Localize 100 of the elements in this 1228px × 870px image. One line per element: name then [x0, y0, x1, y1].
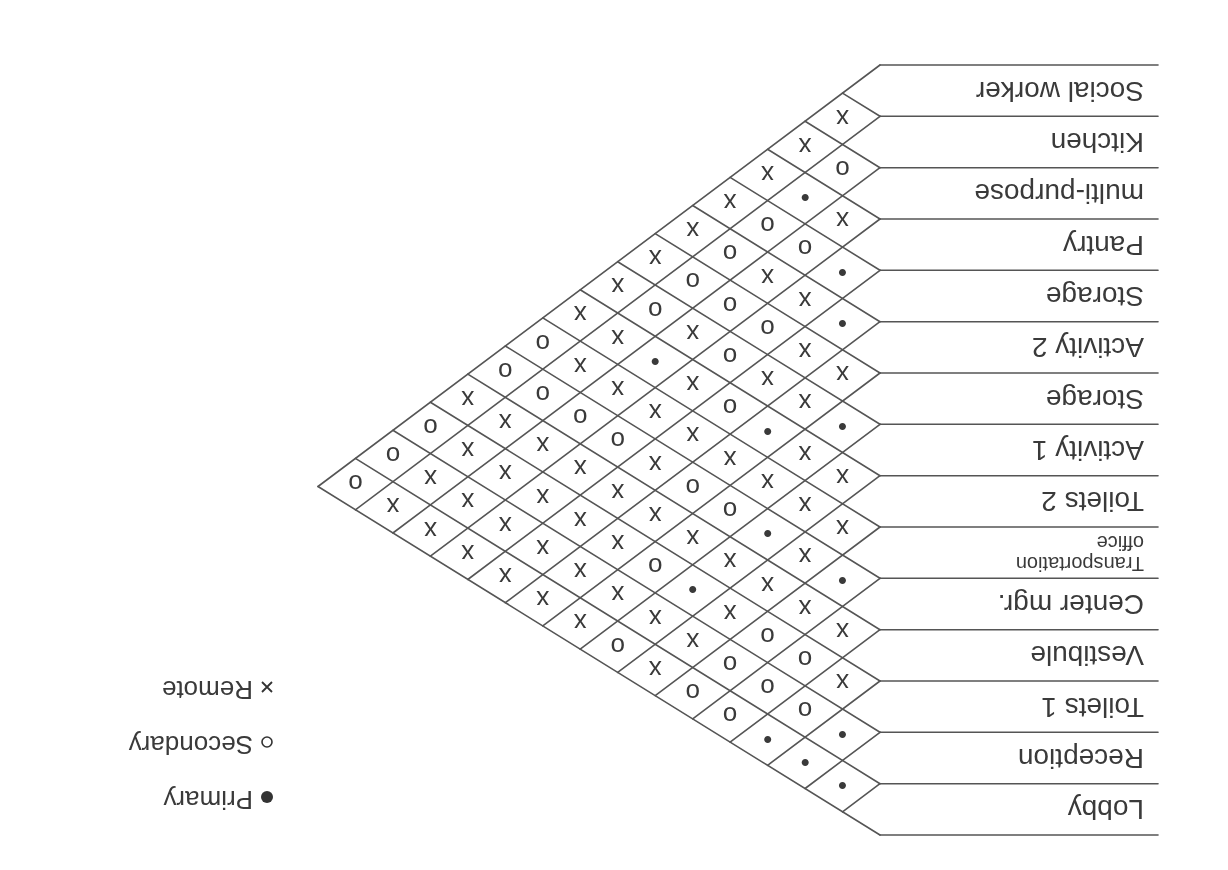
matrix-symbol: x — [498, 410, 512, 436]
matrix-symbol: • — [650, 348, 660, 375]
matrix-symbol: o — [647, 554, 663, 581]
matrix-symbol: • — [837, 721, 848, 748]
matrix-symbol: x — [798, 390, 812, 417]
matrix-symbol: x — [836, 105, 849, 132]
matrix-symbol: x — [573, 353, 587, 380]
matrix-symbol: x — [798, 441, 812, 468]
matrix-symbol: o — [685, 474, 700, 501]
matrix-symbol: x — [686, 218, 700, 245]
matrix-symbol: o — [760, 316, 775, 342]
matrix-symbol: o — [722, 703, 738, 730]
matrix-symbol: x — [648, 656, 662, 683]
matrix-symbol: o — [722, 241, 738, 268]
matrix-symbol: o — [572, 405, 588, 432]
matrix-symbol: x — [686, 372, 700, 399]
matrix-symbol: x — [573, 610, 587, 637]
room-label: multi-purpose — [974, 178, 1144, 208]
matrix-symbol: x — [461, 489, 475, 516]
matrix-symbol: o — [685, 680, 700, 707]
matrix-symbol: o — [647, 297, 663, 324]
matrix-symbol: x — [798, 287, 812, 314]
matrix-symbol: • — [837, 773, 848, 800]
matrix-symbol: x — [423, 517, 437, 544]
matrix-symbol: x — [611, 377, 625, 403]
matrix-symbol: x — [423, 466, 437, 493]
matrix-symbol: x — [686, 423, 700, 450]
matrix-symbol: o — [385, 443, 401, 469]
matrix-symbol: o — [423, 414, 438, 441]
matrix-symbol: x — [686, 320, 700, 347]
room-label: Vestibule — [1030, 640, 1144, 670]
matrix-symbol: x — [648, 400, 662, 427]
matrix-symbol: x — [836, 362, 849, 389]
matrix-symbol: x — [836, 670, 849, 697]
matrix-symbol: • — [688, 577, 698, 604]
matrix-symbol: o — [797, 236, 813, 263]
matrix-symbol: x — [723, 190, 737, 217]
matrix-symbol: x — [836, 516, 849, 543]
matrix-symbol: x — [611, 274, 625, 301]
matrix-symbol: x — [686, 628, 700, 655]
matrix-symbol: x — [761, 162, 775, 188]
matrix-symbol: o — [797, 647, 813, 674]
room-label: Toilets 2 — [1041, 486, 1144, 516]
matrix-symbol: x — [836, 619, 849, 646]
matrix-symbol: • — [763, 726, 773, 753]
matrix-symbol: x — [648, 605, 662, 632]
room-label: Kitchen — [1050, 127, 1144, 157]
matrix-symbol: x — [648, 246, 662, 273]
matrix-symbol: o — [722, 652, 738, 679]
legend-label: Secondary — [128, 730, 253, 760]
matrix-symbol: x — [761, 367, 775, 394]
matrix-symbol: x — [648, 451, 662, 478]
matrix-symbol: x — [836, 208, 849, 235]
matrix-symbol: o — [535, 381, 551, 408]
matrix-symbol: o — [722, 498, 738, 525]
matrix-symbol: x — [611, 531, 625, 557]
matrix-symbol: x — [798, 544, 812, 571]
matrix-symbol: • — [837, 567, 848, 594]
matrix-symbol: x — [798, 493, 812, 520]
matrix-symbol: o — [535, 330, 551, 357]
room-label: Social worker — [975, 76, 1144, 106]
matrix-symbol: • — [837, 259, 848, 286]
matrix-symbol: o — [722, 344, 738, 371]
matrix-symbol: x — [498, 512, 512, 539]
matrix-symbol: x — [648, 502, 662, 529]
matrix-symbol: o — [760, 675, 775, 702]
matrix-symbol: x — [798, 595, 812, 622]
matrix-symbol: x — [686, 526, 700, 553]
matrix-symbol: x — [573, 507, 587, 534]
room-label: Lobby — [1067, 794, 1144, 824]
matrix-symbol: • — [800, 185, 810, 212]
matrix-symbol: x — [498, 564, 512, 590]
matrix-symbol: • — [763, 418, 773, 445]
matrix-symbol: • — [837, 413, 848, 440]
matrix-symbol: o — [760, 624, 775, 650]
matrix-symbol: o — [685, 269, 700, 296]
matrix-symbol: x — [536, 535, 550, 562]
matrix-symbol: o — [610, 428, 625, 455]
matrix-symbol: x — [536, 433, 550, 460]
matrix-symbol: x — [611, 479, 625, 506]
matrix-symbol: o — [498, 358, 513, 385]
matrix-symbol: x — [461, 438, 475, 465]
matrix-symbol: o — [760, 213, 775, 240]
room-label: Pantry — [1063, 230, 1144, 260]
matrix-symbol: x — [461, 386, 475, 413]
matrix-symbol: o — [797, 698, 813, 725]
matrix-symbol: x — [536, 587, 550, 614]
legend-label: Primary — [163, 785, 253, 815]
matrix-symbol: x — [723, 549, 737, 576]
matrix-symbol: • — [837, 311, 848, 338]
matrix-symbol: x — [798, 339, 812, 366]
matrix-symbol: • — [800, 749, 810, 776]
matrix-symbol: o — [722, 395, 738, 422]
matrix-symbol: x — [761, 572, 775, 599]
matrix-symbol: x — [723, 446, 737, 473]
matrix-symbol: • — [763, 521, 773, 548]
matrix-symbol: x — [386, 494, 400, 521]
matrix-symbol: x — [611, 325, 625, 352]
matrix-symbol: x — [536, 484, 550, 511]
matrix-symbol: x — [723, 600, 737, 627]
